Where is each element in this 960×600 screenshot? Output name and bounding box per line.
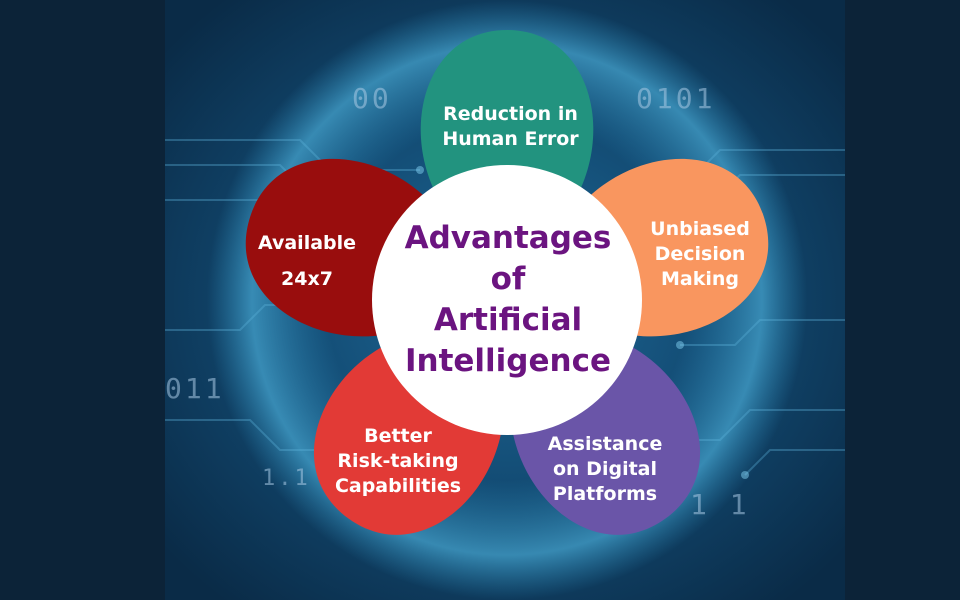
binary-text: 1 1 xyxy=(690,488,750,521)
binary-text: 00 xyxy=(352,82,392,115)
petal-label-assistance-on-digital-platforms: Assistance on Digital Platforms xyxy=(547,433,663,505)
petal-label-available-24x7: Available 24x7 xyxy=(257,232,357,290)
title-line: Advantages xyxy=(404,220,612,256)
title-line: Intelligence xyxy=(404,343,611,379)
center-circle xyxy=(372,165,642,435)
petal-label-reduction-in-human-error: Reduction in Human Error xyxy=(442,103,579,150)
title-line: of xyxy=(490,261,526,297)
binary-text: 011 xyxy=(165,372,225,405)
binary-text: 0101 xyxy=(636,82,716,115)
binary-text: 1.1 xyxy=(262,466,311,491)
diagram-title: Advantages of Artificial Intelligence xyxy=(373,218,643,382)
petal-label-unbiased-decision-making: Unbiased Decision Making xyxy=(650,218,750,290)
title-line: Artificial xyxy=(433,302,583,338)
petal-label-better-risk-taking-capabilities: Better Risk-taking Capabilities xyxy=(334,425,462,497)
